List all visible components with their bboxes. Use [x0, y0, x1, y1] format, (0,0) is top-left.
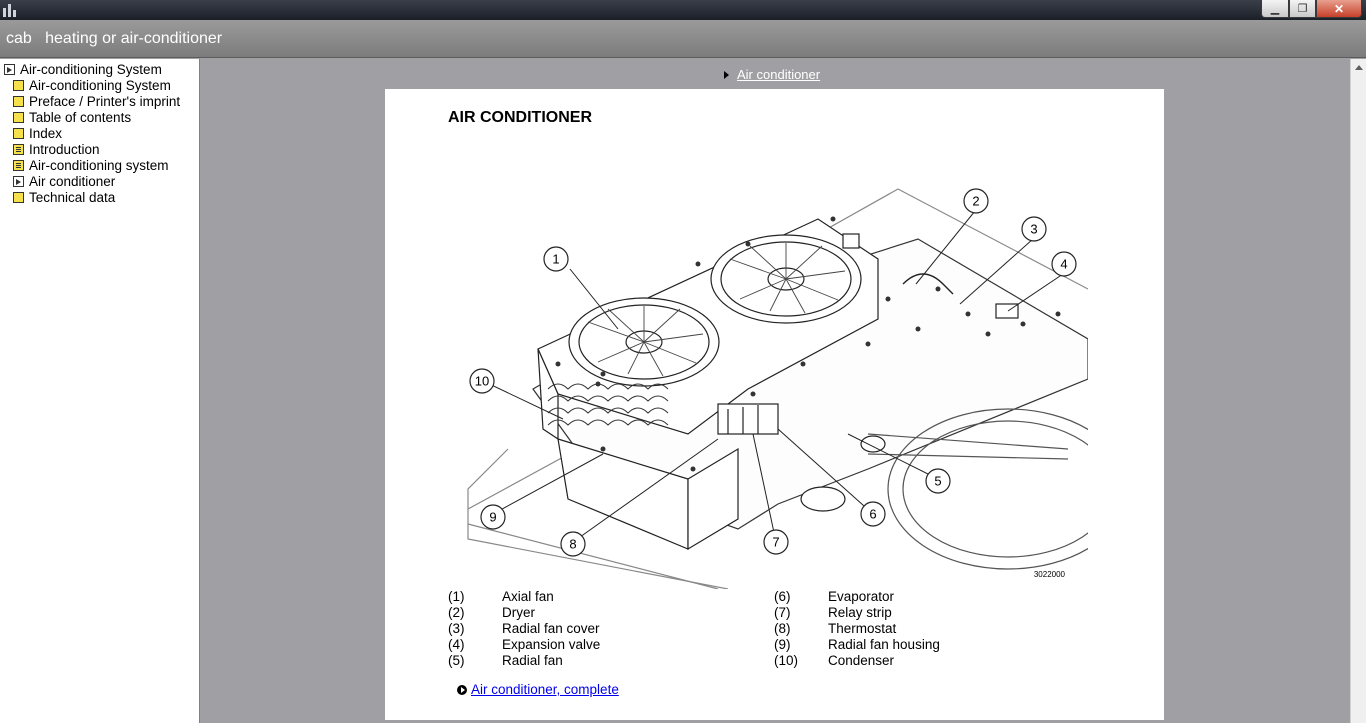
legend-label: Condenser — [828, 653, 895, 668]
callout-1: 1 — [543, 246, 569, 272]
breadcrumb-link[interactable]: Air conditioner — [737, 67, 821, 82]
arrow-right-icon — [724, 70, 729, 79]
sidebar-item[interactable]: Index — [0, 125, 199, 141]
legend-number: (10) — [774, 653, 799, 668]
scroll-up-icon[interactable] — [1355, 65, 1363, 70]
doc-icon — [13, 111, 24, 123]
complete-link-row: Air conditioner, complete — [457, 682, 619, 697]
legend-label: Axial fan — [502, 589, 554, 604]
maximize-button[interactable]: ❐ — [1289, 0, 1316, 18]
air-conditioner-illustration: 1 2 3 4 5 6 7 8 9 10 3022000 — [448, 149, 1129, 590]
sidebar-item[interactable]: Air-conditioning system — [0, 157, 199, 173]
window-titlebar: ▁ ❐ ✕ — [0, 0, 1366, 20]
callout-10: 10 — [469, 368, 495, 394]
legend-number: (8) — [774, 621, 791, 636]
legend-label: Expansion valve — [502, 637, 601, 652]
callout-7: 7 — [763, 529, 789, 555]
doc-icon — [13, 127, 24, 139]
open-book-icon — [4, 63, 15, 75]
vertical-scrollbar[interactable] — [1350, 59, 1366, 723]
callout-3: 3 — [1021, 216, 1047, 242]
legend-number: (3) — [448, 621, 465, 636]
legend-number: (2) — [448, 605, 465, 620]
sidebar-item[interactable]: Preface / Printer's imprint — [0, 93, 199, 109]
legend-number: (7) — [774, 605, 791, 620]
breadcrumb: Air conditioner — [724, 67, 820, 82]
legend-label: Radial fan housing — [828, 637, 940, 652]
sidebar-item-label: Air-conditioning System — [29, 77, 171, 93]
sidebar-item[interactable]: Air conditioner — [0, 173, 199, 189]
callout-number: 1 — [552, 252, 559, 267]
open-book-icon — [13, 175, 24, 187]
doc-icon — [13, 79, 24, 91]
callout-2: 2 — [963, 188, 989, 214]
legend-number: (4) — [448, 637, 465, 652]
minimize-button[interactable]: ▁ — [1261, 0, 1289, 18]
sidebar-item-label: Index — [29, 125, 63, 141]
callout-number: 10 — [475, 374, 489, 389]
callout-number: 9 — [489, 510, 496, 525]
book-icon — [13, 159, 24, 171]
callout-8: 8 — [560, 531, 586, 557]
sidebar-item-label: Preface / Printer's imprint — [29, 93, 181, 109]
callout-number: 5 — [934, 474, 941, 489]
sidebar-item-label: Technical data — [29, 189, 116, 205]
page-title: AIR CONDITIONER — [448, 109, 592, 126]
callout-number: 6 — [869, 507, 876, 522]
legend-label: Radial fan — [502, 653, 563, 668]
sidebar-item[interactable]: Introduction — [0, 141, 199, 157]
tree-root[interactable]: Air-conditioning System — [0, 61, 199, 77]
sidebar-item-label: Introduction — [29, 141, 100, 157]
callout-number: 8 — [569, 537, 576, 552]
callout-number: 7 — [772, 535, 779, 550]
play-circle-icon — [457, 684, 467, 695]
sidebar-item[interactable]: Table of contents — [0, 109, 199, 125]
app-icon — [3, 4, 16, 17]
sidebar-item-label: Table of contents — [29, 109, 132, 125]
app-header: cab heating or air-conditioner — [0, 20, 1366, 58]
callout-9: 9 — [480, 504, 506, 530]
sidebar-item-label: Air conditioner — [29, 173, 116, 189]
legend-label: Dryer — [502, 605, 535, 620]
book-icon — [13, 143, 24, 155]
legend-label: Relay strip — [828, 605, 892, 620]
document-page: AIR CONDITIONER — [385, 89, 1164, 720]
legend-number: (9) — [774, 637, 791, 652]
air-conditioner-complete-link[interactable]: Air conditioner, complete — [471, 682, 619, 697]
sidebar-item-label: Air-conditioning system — [29, 157, 169, 173]
legend-number: (5) — [448, 653, 465, 668]
tree-root-label: Air-conditioning System — [20, 61, 162, 77]
doc-icon — [13, 95, 24, 107]
callout-6: 6 — [860, 501, 886, 527]
legend-label: Thermostat — [828, 621, 897, 636]
callout-4: 4 — [1051, 251, 1077, 277]
legend-number: (6) — [774, 589, 791, 604]
window-controls: ▁ ❐ ✕ — [1261, 0, 1362, 19]
app-title: cab heating or air-conditioner — [6, 30, 223, 47]
legend-number: (1) — [448, 589, 465, 604]
doc-icon — [13, 191, 24, 203]
close-button[interactable]: ✕ — [1316, 0, 1362, 18]
callout-number: 3 — [1030, 222, 1037, 237]
sidebar-tree: Air-conditioning System Air-conditioning… — [0, 59, 200, 723]
figure-code: 3022000 — [1034, 570, 1066, 579]
legend-label: Radial fan cover — [502, 621, 600, 636]
exploded-view-drawing: 1 2 3 4 5 6 7 8 9 10 3022000 — [467, 188, 1129, 590]
callout-5: 5 — [925, 468, 951, 494]
legend-label: Evaporator — [828, 589, 895, 604]
sidebar-item[interactable]: Technical data — [0, 189, 199, 205]
callout-number: 2 — [972, 194, 979, 209]
callout-number: 4 — [1060, 257, 1067, 272]
sidebar-item[interactable]: Air-conditioning System — [0, 77, 199, 93]
